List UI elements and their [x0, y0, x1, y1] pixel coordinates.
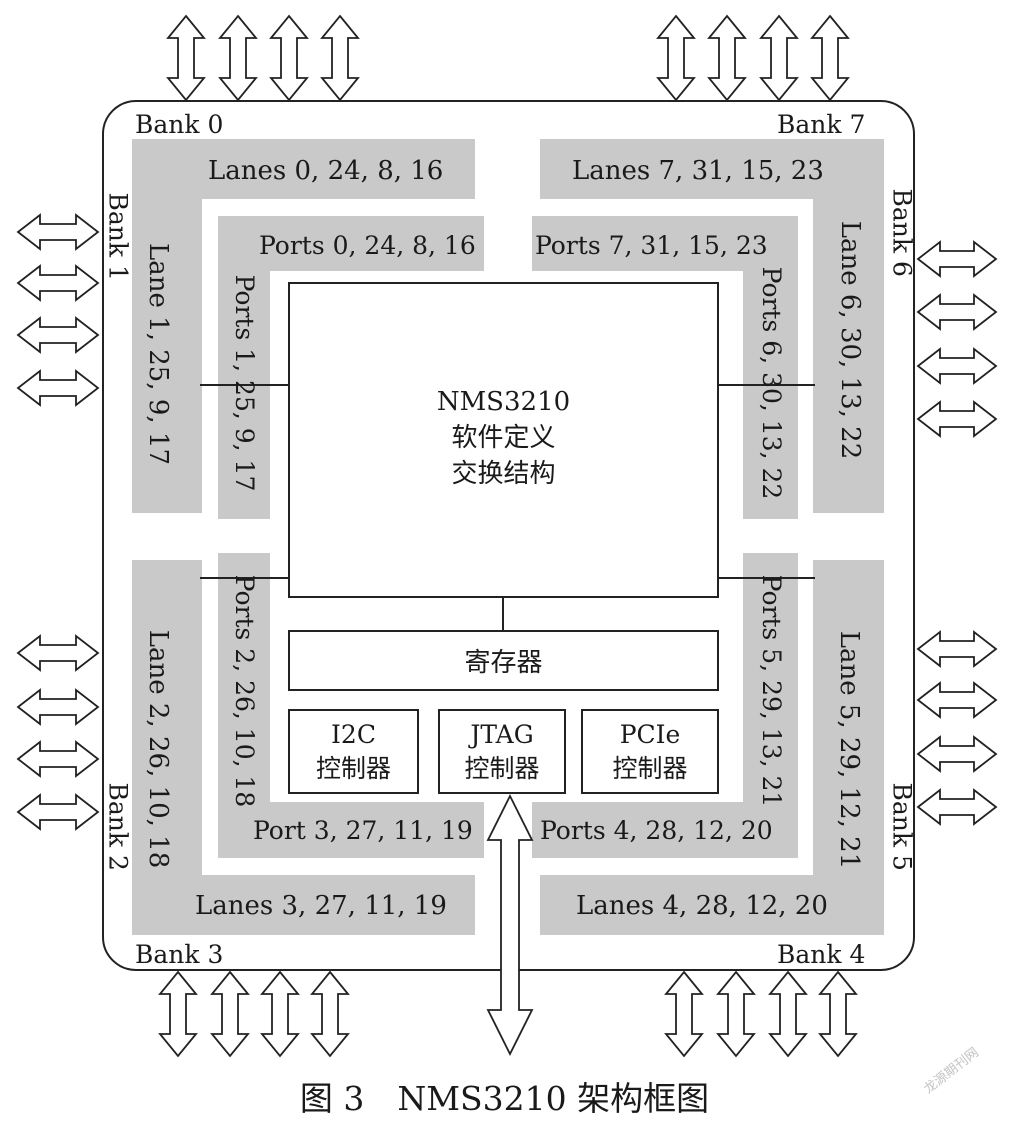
lanes-7-label: Lanes 7, 31, 15, 23 — [572, 156, 824, 186]
io-arrow-top-right-3 — [810, 14, 850, 102]
ports-2-label: Ports 2, 26, 10, 18 — [230, 574, 259, 808]
io-arrow-right-upper-2 — [916, 347, 998, 385]
register-label: 寄存器 — [464, 648, 543, 678]
core-subtitle-1: 软件定义 — [451, 423, 556, 453]
lane-1-label: Lane 1, 25, 9, 17 — [143, 242, 173, 465]
port-band-right-upper — [743, 216, 798, 519]
io-arrow-bottom-right-0 — [664, 970, 704, 1058]
io-arrow-bottom-right-3 — [818, 970, 858, 1058]
io-arrow-top-right-2 — [759, 14, 799, 102]
lane-band-right-lower — [813, 560, 884, 935]
lane-band-left-lower — [132, 560, 202, 935]
lane-6-label: Lane 6, 30, 13, 22 — [835, 220, 865, 460]
io-arrow-left-lower-2 — [16, 740, 100, 778]
port-band-left-upper — [218, 216, 270, 519]
io-arrow-bottom-left-1 — [210, 970, 250, 1058]
io-arrow-left-upper-0 — [16, 213, 100, 251]
io-arrow-left-lower-3 — [16, 793, 100, 831]
lane-band-left-upper — [132, 139, 202, 513]
io-arrow-bottom-right-2 — [768, 970, 808, 1058]
i2c-controller-box: I2C 控制器 — [288, 709, 419, 794]
io-arrow-top-left-1 — [218, 14, 258, 102]
ports-4-label: Ports 4, 28, 12, 20 — [540, 816, 773, 845]
jtag-controller-label: 控制器 — [464, 753, 540, 783]
i2c-controller-label: 控制器 — [315, 753, 391, 783]
bank-0-label: Bank 0 — [135, 110, 224, 139]
bank-7-label: Bank 7 — [777, 110, 866, 139]
io-arrow-top-right-0 — [656, 14, 696, 102]
bank-2-label: Bank 2 — [103, 782, 133, 871]
lane-band-right-upper — [813, 139, 884, 513]
bank-3-label: Bank 3 — [135, 940, 224, 969]
io-arrow-bottom-right-1 — [716, 970, 756, 1058]
port-3-label: Port 3, 27, 11, 19 — [253, 816, 473, 845]
io-arrow-right-upper-0 — [916, 240, 998, 278]
bank-4-label: Bank 4 — [777, 940, 866, 969]
io-arrow-top-left-2 — [269, 14, 309, 102]
io-arrow-right-lower-0 — [916, 630, 998, 668]
register-box: 寄存器 — [288, 630, 719, 691]
io-arrow-top-left-3 — [320, 14, 360, 102]
io-arrow-bottom-left-0 — [158, 970, 198, 1058]
i2c-label: I2C — [331, 719, 376, 749]
io-arrow-right-lower-2 — [916, 735, 998, 773]
io-arrow-right-lower-3 — [916, 788, 998, 826]
ports-6-label: Ports 6, 30, 13, 22 — [757, 266, 786, 500]
port-band-bottom-right — [532, 802, 798, 858]
lanes-4-label: Lanes 4, 28, 12, 20 — [576, 891, 828, 921]
lane-band-bottom-right — [540, 875, 884, 935]
figure-caption: 图 3 NMS3210 架构框图 — [299, 1079, 710, 1118]
bank-5-label: Bank 5 — [887, 782, 917, 871]
io-arrow-right-lower-1 — [916, 681, 998, 719]
lane-5-label: Lane 5, 29, 12, 21 — [834, 630, 864, 870]
io-arrow-left-lower-1 — [16, 688, 100, 726]
lanes-0-label: Lanes 0, 24, 8, 16 — [208, 156, 444, 186]
ports-5-label: Ports 5, 29, 13, 21 — [757, 574, 786, 808]
ports-0-label: Ports 0, 24, 8, 16 — [259, 231, 476, 260]
core-subtitle-2: 交换结构 — [451, 459, 556, 489]
io-arrow-left-upper-1 — [16, 264, 100, 302]
io-arrow-bottom-left-3 — [310, 970, 350, 1058]
io-arrow-left-upper-3 — [16, 369, 100, 407]
lane-band-bottom-left — [132, 875, 475, 935]
lanes-3-label: Lanes 3, 27, 11, 19 — [195, 891, 447, 921]
lane-2-label: Lane 2, 26, 10, 18 — [143, 629, 173, 869]
core-title: NMS3210 — [436, 387, 571, 417]
io-arrow-top-right-1 — [707, 14, 747, 102]
jtag-io-arrow — [486, 793, 534, 1057]
bank-1-label: Bank 1 — [103, 192, 133, 281]
io-arrow-left-lower-0 — [16, 634, 100, 672]
core-switch-fabric: NMS3210 软件定义 交换结构 — [288, 282, 719, 598]
port-band-bottom-left — [218, 802, 484, 858]
bank-6-label: Bank 6 — [887, 188, 917, 277]
pcie-controller-label: 控制器 — [612, 753, 688, 783]
io-arrow-bottom-left-2 — [260, 970, 300, 1058]
ports-1-label: Ports 1, 25, 9, 17 — [230, 274, 259, 492]
pcie-label: PCIe — [619, 719, 681, 749]
ports-7-label: Ports 7, 31, 15, 23 — [535, 231, 768, 260]
io-arrow-left-upper-2 — [16, 316, 100, 354]
io-arrow-right-upper-1 — [916, 293, 998, 331]
pcie-controller-box: PCIe 控制器 — [581, 709, 719, 794]
io-arrow-right-upper-3 — [916, 400, 998, 438]
jtag-label: JTAG — [470, 719, 534, 749]
io-arrow-top-left-0 — [166, 14, 206, 102]
jtag-controller-box: JTAG 控制器 — [438, 709, 566, 794]
